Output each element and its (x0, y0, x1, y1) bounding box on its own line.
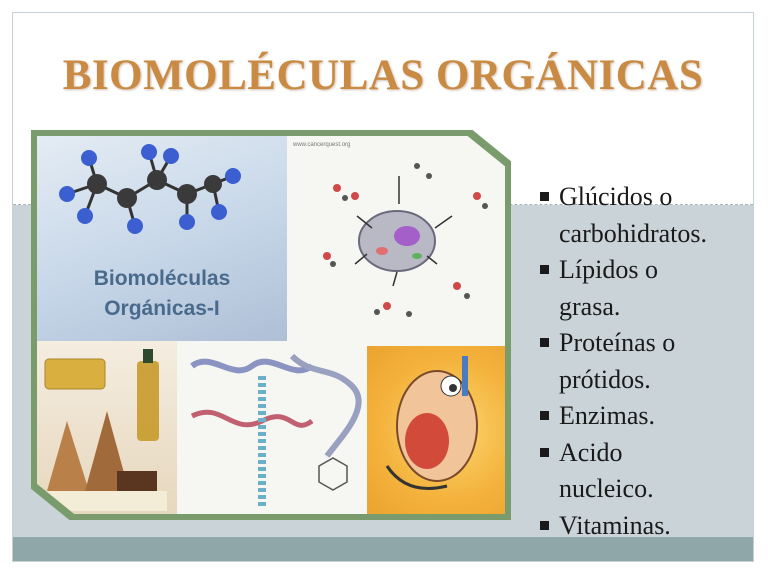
image-caption: www.cancerquest.org (293, 142, 351, 148)
cell-diagram-icon (190, 163, 488, 506)
hydrocarbon-molecule-icon (59, 144, 241, 234)
panel-title-line2: Orgánicas-I (104, 297, 220, 320)
molecule-panel: Biomoléculas Orgánicas-I (37, 136, 287, 341)
panel-title-line1: Biomoléculas (93, 267, 231, 290)
list-item: Vitaminas. (533, 508, 753, 545)
panel-title: Biomoléculas Orgánicas-I (57, 264, 267, 324)
bullet-icon (540, 338, 549, 347)
slide: BIOMOLÉCULAS ORGÁNICAS (12, 12, 754, 562)
food-image (37, 341, 177, 514)
bullet-icon (540, 411, 549, 420)
list-item: Enzimas. (533, 398, 753, 435)
bullet-icon (540, 265, 549, 274)
bullet-icon (540, 520, 549, 530)
bullet-icon (540, 192, 549, 201)
bullet-icon (540, 447, 549, 457)
biomolecules-collage-image: Biomoléculas Orgánicas-I www.cancerquest… (37, 136, 505, 514)
digestion-cartoon-icon (385, 356, 478, 490)
comic-image (367, 346, 505, 514)
slide-title: BIOMOLÉCULAS ORGÁNICAS (62, 52, 704, 99)
food-icon (44, 349, 167, 511)
footer-band (13, 537, 753, 561)
